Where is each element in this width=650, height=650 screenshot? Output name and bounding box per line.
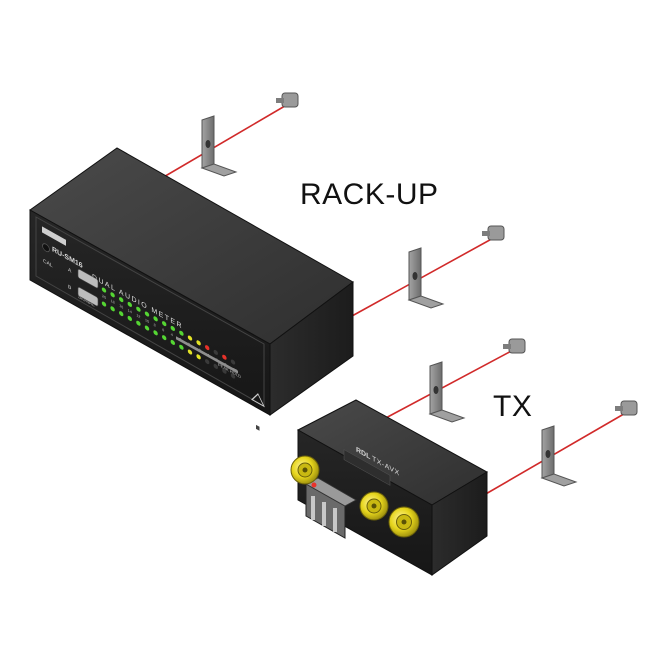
meter-led-b-2 [119,311,124,317]
meter-led-a-7 [162,321,167,327]
meter-led-b-15 [230,373,236,379]
meter-led-a-4 [136,306,141,312]
meter-row-a [101,287,236,365]
meter-led-a-13 [213,349,219,355]
bnc-connector-icon[interactable] [359,491,389,521]
meter-led-b-1 [110,306,115,312]
rack-unit: RU-SM16 DUAL AUDIO METER A CAL SIGNAL B … [29,147,354,431]
channel-a-label: A [68,267,72,275]
logo-icon [251,393,265,408]
meter-led-b-10 [187,349,193,355]
meter-led-a-11 [196,340,201,346]
meter-led-b-3 [127,315,133,321]
alignment-line-tx-right [483,410,630,496]
meter-scale-label: 10 [145,317,149,324]
meter-led-a-1 [110,292,115,298]
meter-led-b-14 [222,368,227,374]
meter-led-a-8 [170,325,176,331]
tx-power-led [311,482,317,488]
meter-led-a-5 [144,311,150,317]
meter-scale-label: 4 [171,332,174,338]
channel-b-label: B [68,284,72,292]
terminal-block[interactable] [305,477,357,539]
meter-scale-label: 20 [102,293,106,300]
meter-led-b-7 [162,335,167,341]
meter-led-a-3 [127,301,133,307]
alignment-line-top-left [149,102,291,186]
meter-led-a-14 [222,354,227,360]
meter-led-b-4 [136,320,141,326]
meter-led-b-6 [153,330,158,336]
meter-led-a-10 [187,335,193,341]
meter-led-a-6 [153,316,158,322]
meter-led-b-0 [101,301,107,307]
bnc-connector-icon[interactable] [388,506,420,538]
bracket-icon [200,115,238,177]
meter-led-b-11 [196,354,201,360]
meter-scale-label: 6 [162,327,164,333]
alignment-lines [149,102,630,496]
screw-icon [503,338,526,354]
tx-unit: RDL TX-AVX [290,399,489,576]
alignment-line-top-right [351,235,498,317]
cal-label: CAL [43,258,53,269]
meter-row-b [101,301,236,379]
tx-label: TX [493,390,533,423]
meter-led-a-12 [205,345,210,351]
bracket-icon [428,361,466,423]
meter-strip [176,336,238,374]
meter-scale-label: 8 [154,322,156,328]
meter-scale-label: 12 [136,312,140,319]
screw-icon [276,92,299,108]
bracket-icon [540,425,578,487]
indicator-square [256,424,260,431]
rack-unit-front [29,209,271,416]
cal-knob[interactable] [42,242,50,253]
rack-up-label: RACK-UP [300,178,439,211]
meter-scale-label: 16 [119,303,123,310]
screw-icon [615,400,638,416]
meter-led-b-12 [205,359,210,365]
meter-led-a-9 [179,330,184,336]
meter-led-a-0 [101,287,107,293]
bnc-connector-icon[interactable] [290,455,320,485]
screw-icon [482,225,505,241]
meter-led-b-13 [213,363,219,369]
meter-led-b-5 [144,325,150,331]
meter-led-a-2 [119,297,124,303]
meter-led-a-15 [230,359,236,365]
meter-scale-label: 14 [128,308,133,315]
bracket-icon [407,247,445,309]
channel-b-button[interactable] [77,287,99,307]
alignment-line-tx-left [381,347,518,421]
meter-led-b-8 [170,339,176,345]
channel-a-button[interactable] [77,269,99,289]
meter-led-b-9 [179,344,184,350]
meter-scale-label: 18 [111,298,115,305]
